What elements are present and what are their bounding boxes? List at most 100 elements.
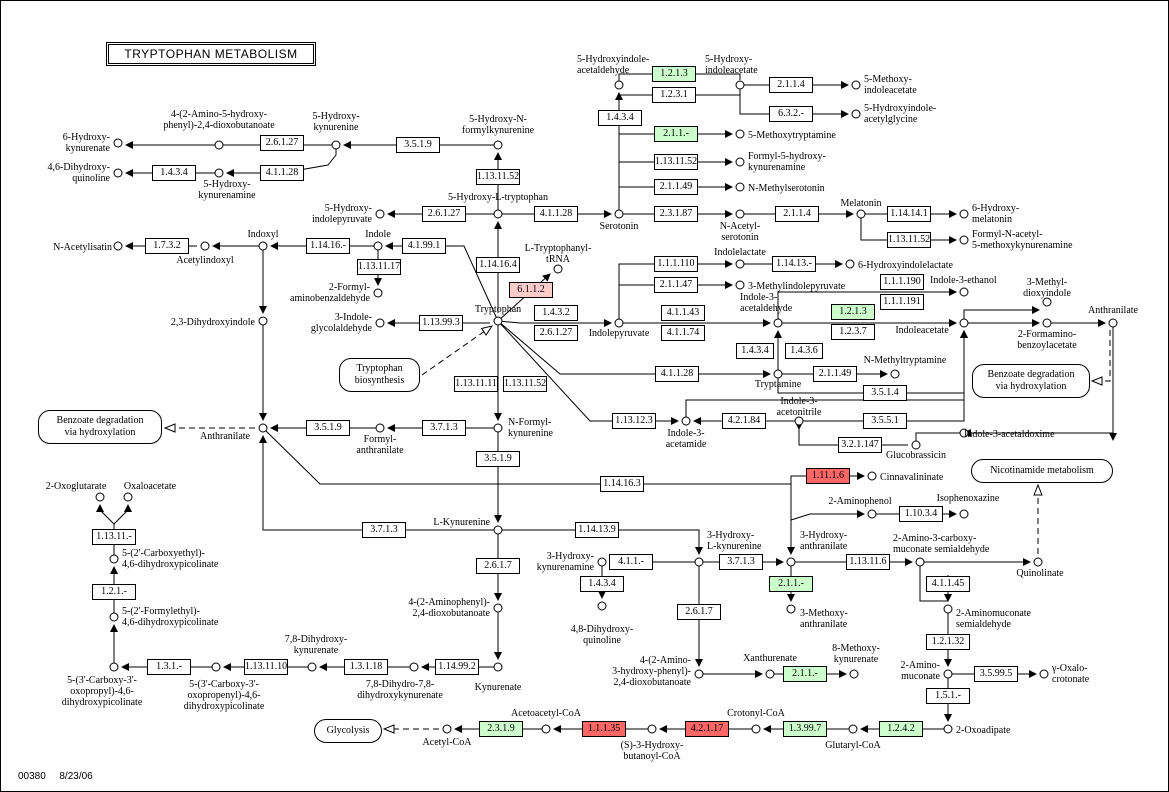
compound-node-f5hk[interactable] [735,157,745,167]
compound-node-5hipyr[interactable] [375,209,385,219]
compound-node-46dhq[interactable] [113,168,123,178]
compound-node-5hk[interactable] [331,140,341,150]
enzyme-box-23187[interactable]: 2.3.1.87 [654,206,698,222]
compound-node-2og[interactable] [95,492,105,502]
enzyme-box-3713b[interactable]: 3.7.1.3 [362,522,406,538]
enzyme-box-11034[interactable]: 1.10.3.4 [899,506,943,522]
compound-node-4a3h[interactable] [694,669,704,679]
compound-node-acac[interactable] [541,724,551,734]
enzyme-box-1434b[interactable]: 1.4.3.4 [152,165,196,181]
enzyme-box-113116[interactable]: 1.13.11.6 [846,554,890,570]
enzyme-box-114164[interactable]: 1.14.16.4 [476,257,520,273]
compound-node-2amuc[interactable] [943,669,953,679]
enzyme-box-111191[interactable]: 1.1.1.191 [880,294,924,310]
enzyme-box-2617a[interactable]: 2.6.1.7 [476,558,520,574]
compound-node-s3h[interactable] [647,724,657,734]
map-link-glyco[interactable]: Glycolysis [314,719,382,743]
enzyme-box-1311110[interactable]: 1.13.11.10 [244,659,288,675]
compound-node-52ce[interactable] [109,554,119,564]
enzyme-box-114139[interactable]: 1.14.13.9 [575,522,619,538]
enzyme-box-42184[interactable]: 4.2.1.84 [722,413,766,429]
compound-node-3hkn[interactable] [597,557,607,567]
enzyme-box-26127a[interactable]: 2.6.1.27 [260,135,304,151]
enzyme-box-1311[interactable]: 1.3.1.- [147,659,191,675]
compound-node-crot[interactable] [751,724,761,734]
compound-node-6hilac[interactable] [845,259,855,269]
compound-node-indoxyl[interactable] [258,241,268,251]
enzyme-box-211a[interactable]: 2.1.1.- [654,126,698,142]
compound-node-i3ald[interactable] [773,318,783,328]
enzyme-box-1732[interactable]: 1.7.3.2 [145,238,189,254]
enzyme-box-1432[interactable]: 1.4.3.2 [534,305,578,321]
compound-node-5hnfk[interactable] [493,140,503,150]
enzyme-box-12131b[interactable]: 1.2.1.3 [831,304,875,320]
compound-node-nms[interactable] [735,182,745,192]
enzyme-box-41128c[interactable]: 4.1.1.28 [655,366,699,382]
compound-node-indole[interactable] [373,241,383,251]
enzyme-box-139973[interactable]: 1.3.99.7 [783,721,827,737]
enzyme-box-26127b[interactable]: 2.6.1.27 [422,206,466,222]
enzyme-box-211b[interactable]: 2.1.1.- [769,576,813,592]
enzyme-box-114992[interactable]: 1.14.99.2 [435,659,479,675]
compound-node-2ap[interactable] [867,509,877,519]
compound-node-4a24[interactable] [493,603,503,613]
enzyme-box-1311152d[interactable]: 1.13.11.52 [503,376,547,392]
enzyme-box-12132[interactable]: 1.2.1.32 [926,634,970,650]
compound-node-3igal[interactable] [375,318,385,328]
enzyme-box-12131[interactable]: 1.2.1.3 [652,66,696,82]
enzyme-box-2617b[interactable]: 2.6.1.7 [677,604,721,620]
compound-node-serotonin[interactable] [614,209,624,219]
compound-node-isoph[interactable] [959,509,969,519]
compound-node-anth_l[interactable] [258,423,268,433]
compound-node-52fe[interactable] [109,612,119,622]
enzyme-box-1434c[interactable]: 1.4.3.4 [736,343,774,359]
enzyme-box-114163[interactable]: 1.14.16.3 [600,476,644,492]
compound-node-3hkyn[interactable] [694,557,704,567]
compound-node-5miaa[interactable] [851,80,861,90]
compound-node-glucob[interactable] [911,440,921,450]
compound-node-2ams[interactable] [943,604,953,614]
enzyme-box-1311152a[interactable]: 1.13.11.52 [654,154,698,170]
enzyme-box-35119b[interactable]: 3.5.1.9 [306,420,350,436]
compound-node-2fab2[interactable] [1042,318,1052,328]
compound-node-glut[interactable] [848,724,858,734]
enzyme-box-114141[interactable]: 1.14.14.1 [887,206,931,222]
compound-node-53cop[interactable] [211,662,221,672]
compound-node-78dhk[interactable] [307,662,317,672]
compound-node-i3acn[interactable] [794,416,804,426]
compound-node-trp[interactable] [493,316,503,326]
enzyme-box-1242[interactable]: 1.2.4.2 [879,721,923,737]
compound-node-3hanth[interactable] [786,557,796,567]
compound-node-lkyn[interactable] [493,525,503,535]
map-link-benz_l[interactable]: Benzoate degradation via hydroxylation [38,410,162,444]
enzyme-box-321147[interactable]: 3.2.1.147 [838,437,882,453]
compound-node-cinn[interactable] [867,471,877,481]
enzyme-box-3551[interactable]: 3.5.5.1 [863,413,907,429]
enzyme-box-21149b[interactable]: 2.1.1.49 [813,366,857,382]
compound-node-8mk[interactable] [849,669,859,679]
compound-node-nfk[interactable] [493,423,503,433]
enzyme-box-1434d[interactable]: 1.4.3.4 [580,576,624,592]
enzyme-box-11993[interactable]: 1.13.99.3 [419,315,463,331]
compound-node-oxac[interactable] [123,492,133,502]
enzyme-box-41128b[interactable]: 4.1.1.28 [534,206,578,222]
compound-node-quin[interactable] [1033,557,1043,567]
compound-node-nmtr[interactable] [890,369,900,379]
enzyme-box-1511[interactable]: 1.5.1.- [926,688,970,704]
enzyme-box-4111[interactable]: 4.1.1.- [609,554,653,570]
compound-node-53cox[interactable] [109,662,119,672]
compound-node-iaa[interactable] [959,318,969,328]
compound-node-6hm[interactable] [959,209,969,219]
compound-node-4a5h[interactable] [214,140,224,150]
compound-node-2acms[interactable] [915,557,925,567]
compound-node-48dhq[interactable] [597,601,607,611]
enzyme-box-1434a[interactable]: 1.4.3.4 [598,110,642,126]
enzyme-box-6112[interactable]: 6.1.1.2 [509,282,553,298]
compound-node-nacis[interactable] [113,241,123,251]
enzyme-box-11135[interactable]: 1.1.1.35 [582,721,626,737]
enzyme-box-35119c[interactable]: 3.5.1.9 [476,451,520,467]
compound-node-goc[interactable] [1039,669,1049,679]
enzyme-box-1211[interactable]: 1.2.1.- [92,584,136,600]
enzyme-box-1436[interactable]: 1.4.3.6 [785,343,823,359]
enzyme-box-632[interactable]: 6.3.2.- [769,106,813,122]
